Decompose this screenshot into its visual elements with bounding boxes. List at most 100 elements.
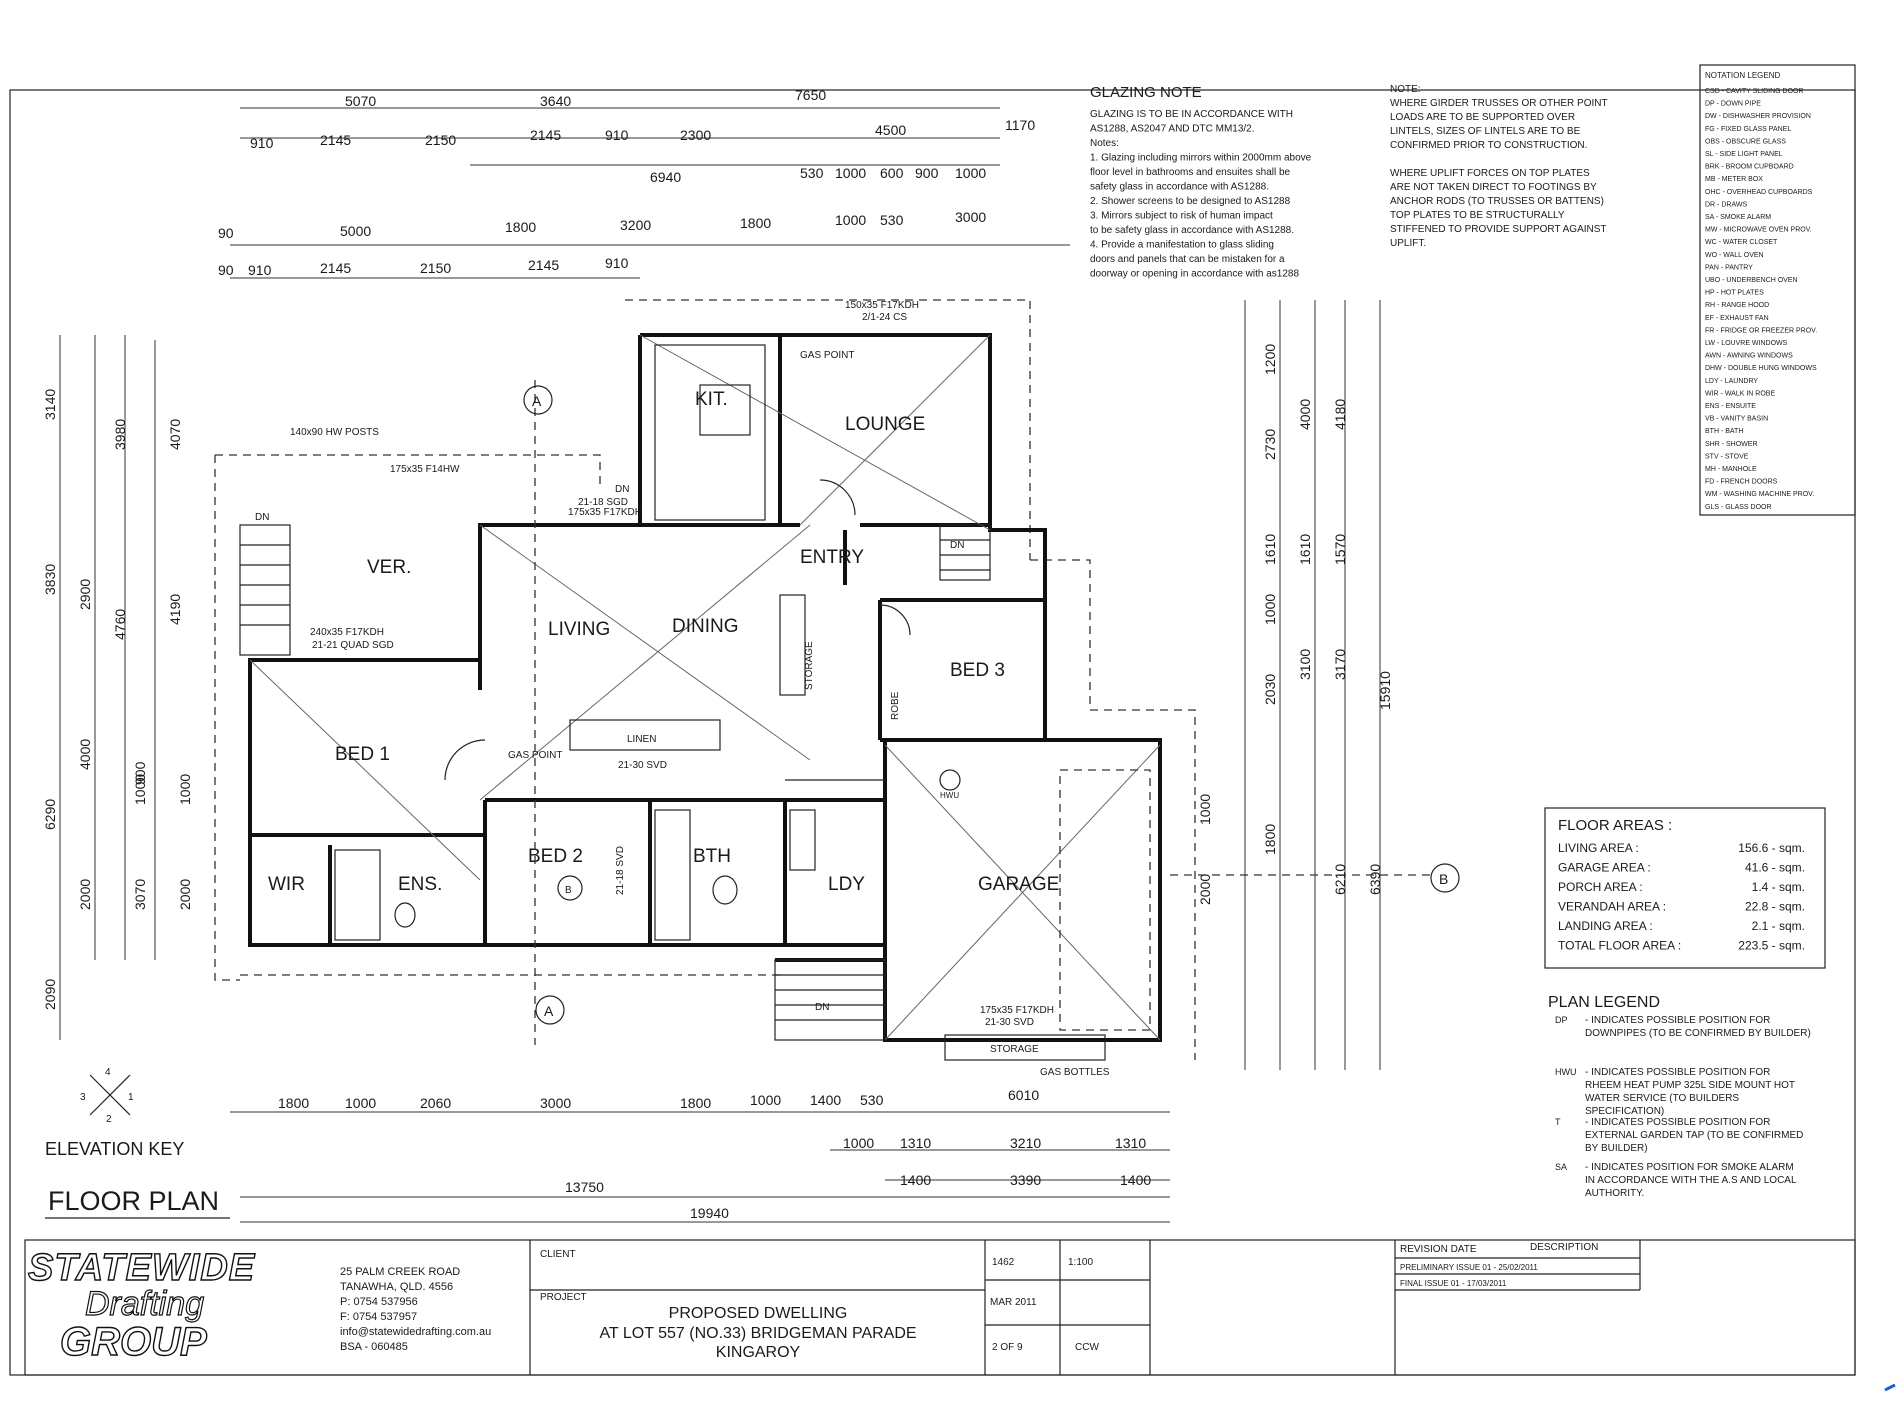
notation-item: RH - RANGE HOOD [1705, 302, 1769, 309]
dim-top-r2-7: 1170 [1005, 117, 1035, 133]
elevation-key: 4 1 2 3 ELEVATION KEY [45, 1067, 184, 1159]
revision-header: REVISION DATE [1400, 1244, 1477, 1255]
project-line2: AT LOT 557 (NO.33) BRIDGEMAN PARADE [599, 1325, 916, 1342]
notation-item: WM - WASHING MACHINE PROV. [1705, 491, 1814, 498]
room-bed3: BED 3 [950, 660, 1005, 681]
room-lounge: LOUNGE [845, 414, 925, 435]
building-walls [214, 299, 1196, 1060]
dim-top-r3-0: 90 [218, 225, 234, 241]
room-bed2: BED 2 [528, 846, 583, 867]
dim-right-c1: 2030 [1262, 674, 1278, 705]
dim-bot-r1-5: 1000 [750, 1092, 781, 1108]
client-label: CLIENT [540, 1249, 576, 1260]
notation-item: MW - MICROWAVE OVEN PROV. [1705, 227, 1812, 234]
dim-bot-r2-0: 1000 [843, 1135, 874, 1151]
notation-item: DW - DISHWASHER PROVISION [1705, 113, 1811, 120]
notation-item: SL - SIDE LIGHT PANEL [1705, 151, 1783, 158]
notation-title: NOTATION LEGEND [1705, 71, 1780, 80]
dn-garage: DN [815, 1002, 829, 1013]
right-dimensions: 1200 2730 4000 4180 1610 1610 1570 1000 … [1197, 300, 1393, 1070]
dim-bot-r1-0: 1800 [278, 1095, 309, 1111]
legend-text: BY BUILDER) [1585, 1143, 1648, 1154]
glazing-line: Notes: [1090, 138, 1119, 149]
dim-left-a0: 3140 [42, 389, 58, 420]
stairs-garage [774, 959, 886, 1041]
dim-left-c7: 2000 [177, 879, 193, 910]
dim-top-r3-3: 3200 [620, 217, 651, 233]
room-robe: ROBE [890, 691, 901, 720]
elevation-key-label: ELEVATION KEY [45, 1139, 184, 1159]
laundry-tub [789, 809, 816, 871]
dim-left-b3: 4190 [167, 594, 183, 625]
legend-text: IN ACCORDANCE WITH THE A.S AND LOCAL [1585, 1175, 1797, 1186]
dim-bot-r1-1: 1000 [345, 1095, 376, 1111]
dim-bot-r1-8: 6010 [1008, 1087, 1039, 1103]
dn-verandah: DN [255, 512, 269, 523]
dim-top-r3-6: 530 [880, 212, 904, 228]
glazing-line: GLAZING IS TO BE IN ACCORDANCE WITH [1090, 109, 1293, 120]
floor-area-value: 1.4 - sqm. [1752, 880, 1805, 894]
dim-top-r3-4: 1800 [740, 215, 771, 231]
dim-left-c2: 1000 [132, 774, 148, 805]
dim-top-r2b-2: 1000 [835, 165, 866, 181]
dim-bot-r3-0: 1400 [900, 1172, 931, 1188]
note-hwu: HWU [940, 791, 959, 800]
dim-left-a1: 3980 [112, 419, 128, 450]
title-block: STATEWIDE Drafting GROUP 25 PALM CREEK R… [24, 1239, 1856, 1376]
dim-top-r2b-1: 530 [800, 165, 824, 181]
dim-top-r3-2: 1800 [505, 219, 536, 235]
dim-top-r2-6: 4500 [875, 122, 906, 138]
dim-right-b2: 1570 [1332, 534, 1348, 565]
dn-entry: DN [950, 540, 964, 551]
note-living-lintel: 240x35 F17KDH [310, 627, 384, 638]
girder-line: ARE NOT TAKEN DIRECT TO FOOTINGS BY [1390, 182, 1597, 193]
girder-title: NOTE: [1390, 84, 1421, 95]
bed3-door-arc [879, 604, 911, 636]
glazing-line: 4. Provide a manifestation to glass slid… [1090, 240, 1274, 251]
floor-area-label: PORCH AREA : [1558, 880, 1643, 894]
sheet-no: 2 OF 9 [992, 1342, 1023, 1353]
dim-left-c0: 6290 [42, 799, 58, 830]
legend-text: - INDICATES POSSIBLE POSITION FOR [1585, 1067, 1770, 1078]
project-label: PROJECT [540, 1292, 587, 1303]
company-line1: STATEWIDE [28, 1247, 256, 1289]
note-linen-door: 21-30 SVD [618, 760, 667, 771]
address-line: F: 0754 537957 [340, 1311, 417, 1323]
dim-top-r1-0: 5070 [345, 93, 376, 109]
project-line1: PROPOSED DWELLING [669, 1305, 848, 1322]
address-line: 25 PALM CREEK ROAD [340, 1266, 460, 1278]
drawn-by: CCW [1075, 1342, 1099, 1353]
glazing-line: doors and panels that can be mistaken fo… [1090, 254, 1285, 265]
dim-right-a1: 2730 [1262, 429, 1278, 460]
floor-area-value: 41.6 - sqm. [1745, 861, 1805, 875]
room-garage: GARAGE [978, 874, 1059, 895]
gas-point-bed1: GAS POINT [508, 750, 562, 761]
note-bed2-window: 21-18 SVD [615, 846, 626, 895]
notation-item: STV - STOVE [1705, 453, 1749, 460]
glazing-line: safety glass in accordance with AS1288. [1090, 182, 1269, 193]
dim-top-r4-0: 90 [218, 262, 234, 278]
dim-bot-r2-1: 1310 [900, 1135, 931, 1151]
room-ens: ENS. [398, 874, 442, 895]
company-line2: Drafting [85, 1285, 204, 1323]
dim-bot-r2-2: 3210 [1010, 1135, 1041, 1151]
notation-item: DR - DRAWS [1705, 201, 1747, 208]
notation-legend: NOTATION LEGEND CSD - CAVITY SLIDING DOO… [1699, 64, 1856, 516]
stairs-entry [939, 524, 991, 581]
dim-top-r2b-3: 600 [880, 165, 904, 181]
section-markers: A A B B [523, 380, 1460, 1045]
elev-n2: 2 [106, 1114, 112, 1125]
dim-right-d0: 15910 [1377, 671, 1393, 710]
note-top-lintel2: 2/1-24 CS [862, 312, 907, 323]
dim-top-r2b-4: 900 [915, 165, 939, 181]
dim-right-d2: 6390 [1367, 864, 1383, 895]
project-line3: KINGAROY [716, 1344, 801, 1361]
garage-storage [944, 1034, 1106, 1061]
dim-top-r4-2: 2145 [320, 260, 351, 276]
room-bth: BTH [693, 846, 731, 867]
address-line: BSA - 060485 [340, 1341, 408, 1353]
dim-bot-r1-3: 3000 [540, 1095, 571, 1111]
structural-notes: 140x90 HW POSTS 175x35 F14HW 21-18 SGD 1… [290, 300, 1054, 1028]
glazing-title: GLAZING NOTE [1090, 84, 1202, 101]
notation-item: SA - SMOKE ALARM [1705, 214, 1771, 221]
